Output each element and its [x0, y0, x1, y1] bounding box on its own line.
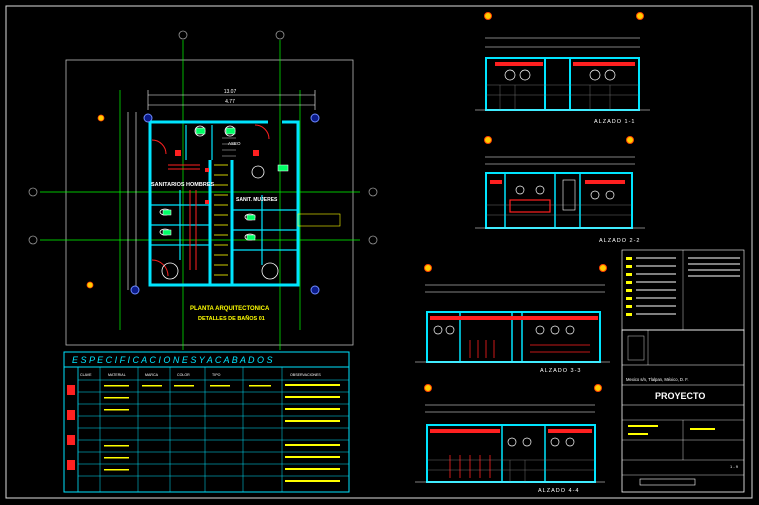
- elevation-3-label: ALZADO 3-3: [540, 368, 581, 374]
- label-aseo: ASEO: [228, 141, 241, 146]
- label-men: SANITARIOS HOMBRES: [151, 182, 214, 188]
- legend: [621, 249, 745, 331]
- elevation-3-3: ALZADO 3-3: [415, 264, 610, 374]
- plan-dim-top: 13.07: [224, 89, 237, 95]
- specs-header-row: CLAVE MATERIAL MARCA COLOR TIPO OBSERVAC…: [80, 373, 321, 377]
- titleblock-address: Mexico s/n, Tlalpan, México, D. F.: [626, 377, 689, 382]
- title-block: Mexico s/n, Tlalpan, México, D. F. PROYE…: [621, 329, 745, 493]
- specs-h-color: COLOR: [177, 373, 190, 377]
- elevation-4-label: ALZADO 4-4: [538, 488, 579, 494]
- titleblock-project: PROYECTO: [655, 391, 705, 401]
- floor-plan: 13.07 4.77: [28, 30, 378, 350]
- sheet-border: [5, 5, 753, 499]
- titleblock-sheet: 1 - 9: [730, 464, 739, 469]
- plan-subtitle: DETALLES DE BAÑOS 01: [198, 315, 265, 322]
- specs-h-tipo: TIPO: [212, 373, 221, 377]
- elevation-1-1: ALZADO 1-1: [475, 12, 650, 125]
- plan-dim-sub: 4.77: [225, 99, 235, 105]
- elevation-1-label: ALZADO 1-1: [594, 119, 635, 125]
- elevation-2-2: ALZADO 2-2: [475, 136, 645, 244]
- plan-frame: [65, 59, 354, 346]
- specs-h-clave: CLAVE: [80, 373, 92, 377]
- label-women: SANIT. MUJERES: [236, 197, 278, 203]
- specs-banner: E S P E C I F I C A C I O N E S Y A C A …: [72, 355, 273, 365]
- plan-title: PLANTA ARQUITECTONICA: [190, 306, 270, 312]
- specs-h-obs: OBSERVACIONES: [290, 373, 321, 377]
- elevation-2-label: ALZADO 2-2: [599, 238, 640, 244]
- note-box: [297, 213, 341, 227]
- elevation-4-4: ALZADO 4-4: [415, 384, 605, 494]
- specs-h-marca: MARCA: [145, 373, 159, 377]
- specs-table: E S P E C I F I C A C I O N E S Y A C A …: [63, 351, 350, 493]
- specs-h-material: MATERIAL: [108, 373, 126, 377]
